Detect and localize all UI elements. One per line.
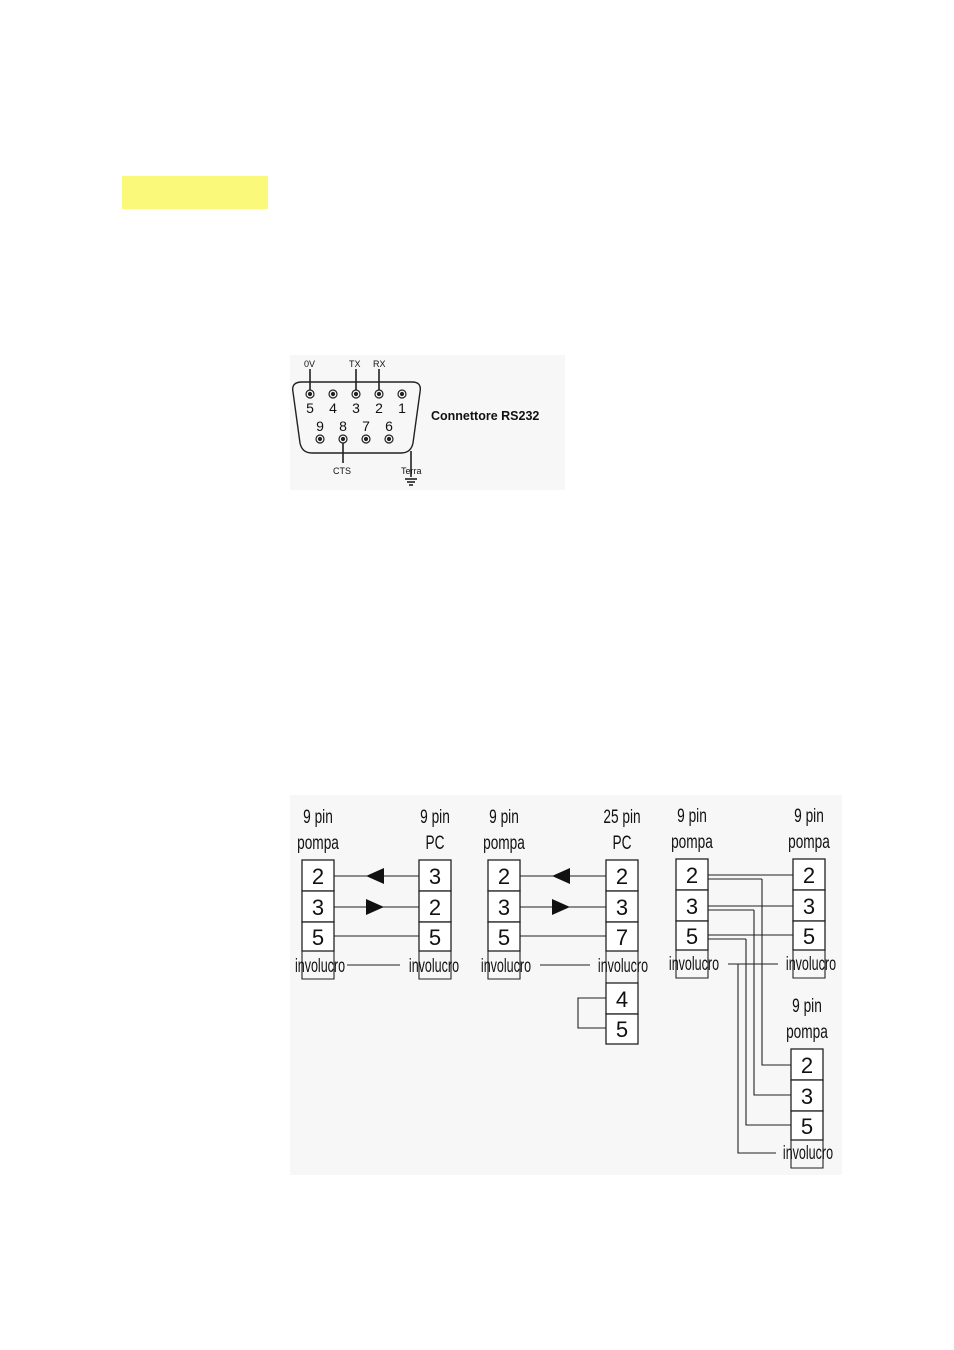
diagram-9pin-pompa-to-25pin-pc: 9 pin pompa 25 pin PC 2 3 5 2 3 7 4 5	[481, 806, 648, 1045]
connector-shell	[292, 381, 422, 454]
pin-number: 4	[329, 400, 337, 416]
wiring-diagrams-svg: 9 pin pompa 9 pin PC 2 3 5 3 2 5	[290, 795, 842, 1175]
pin-cell: 4	[616, 987, 628, 1012]
pin-number: 9	[316, 418, 324, 434]
rs232-connector-figure: 0V TX RX CTS Terra 5 4 3 2 1 9 8 7 6 Con…	[290, 355, 565, 490]
header-line1: 9 pin	[677, 805, 707, 827]
label-terra: Terra	[401, 466, 422, 476]
pin-cell: 2	[498, 864, 510, 889]
diagram-9pin-pompa-daisy-chain: 9 pin pompa 9 pin pompa 9 pin pompa 2 3 …	[669, 805, 836, 1169]
pin-cell: 3	[498, 895, 510, 920]
pin-cell: 3	[686, 894, 698, 919]
label-cts: CTS	[333, 466, 351, 476]
pin-cell: 3	[312, 895, 324, 920]
pin-cell: 2	[312, 864, 324, 889]
top-pin-numbers: 5 4 3 2 1	[306, 400, 406, 416]
pin-cell: 3	[616, 895, 628, 920]
pin-cell: 3	[803, 894, 815, 919]
highlight-block	[122, 176, 268, 209]
shell-label: involucro	[295, 955, 345, 976]
shell-label: involucro	[786, 953, 836, 974]
shell-label: involucro	[783, 1142, 833, 1163]
pin-cell: 5	[429, 925, 441, 950]
pin-cell: 3	[429, 864, 441, 889]
pin-cell: 5	[312, 925, 324, 950]
label-tx: TX	[349, 359, 361, 369]
signal-leads	[309, 369, 417, 486]
header-line1: 25 pin	[603, 806, 640, 828]
pin-cell: 2	[686, 863, 698, 888]
header-line2: pompa	[483, 832, 525, 854]
pin-number: 1	[398, 400, 406, 416]
pin-number: 2	[375, 400, 383, 416]
pin-number: 7	[362, 418, 370, 434]
pin-cell: 2	[801, 1053, 813, 1078]
rs232-connector-svg: 0V TX RX CTS Terra 5 4 3 2 1 9 8 7 6 Con…	[290, 355, 565, 490]
pin-cell: 7	[616, 925, 628, 950]
header-line2: pompa	[297, 832, 339, 854]
bottom-pin-holes	[315, 434, 394, 444]
pin-cell: 5	[616, 1017, 628, 1042]
pin-cell: 5	[686, 924, 698, 949]
pin-cell: 3	[801, 1084, 813, 1109]
arrow-right-icon	[366, 899, 384, 915]
header-line2: pompa	[788, 831, 830, 853]
header-line1: 9 pin	[794, 805, 824, 827]
shell-label: involucro	[481, 955, 531, 976]
pin-cell: 2	[616, 864, 628, 889]
arrow-right-icon	[552, 899, 570, 915]
pin-cell: 5	[801, 1114, 813, 1139]
shell-label: involucro	[409, 955, 459, 976]
bottom-pin-numbers: 9 8 7 6	[316, 418, 393, 434]
label-rx: RX	[373, 359, 386, 369]
shell-label: involucro	[669, 953, 719, 974]
connector-title: Connettore RS232	[431, 409, 539, 423]
shell-label: involucro	[598, 955, 648, 976]
header-line1: 9 pin	[303, 806, 333, 828]
wiring-diagrams-figure: 9 pin pompa 9 pin PC 2 3 5 3 2 5	[290, 795, 842, 1175]
pin-number: 8	[339, 418, 347, 434]
header-line2: PC	[425, 832, 444, 854]
arrow-left-icon	[552, 868, 570, 884]
header-line1: 9 pin	[420, 806, 450, 828]
header-line1: 9 pin	[792, 995, 822, 1017]
pin-number: 6	[385, 418, 393, 434]
pin-cell: 5	[803, 924, 815, 949]
label-0v: 0V	[304, 359, 315, 369]
header-line2: PC	[612, 832, 631, 854]
header-line2: pompa	[671, 831, 713, 853]
pin-cell: 2	[429, 895, 441, 920]
pin-number: 5	[306, 400, 314, 416]
arrow-left-icon	[366, 868, 384, 884]
pin-cell: 2	[803, 863, 815, 888]
pin-number: 3	[352, 400, 360, 416]
pin-cell: 5	[498, 925, 510, 950]
header-line2: pompa	[786, 1021, 828, 1043]
diagram-9pin-pompa-to-9pin-pc: 9 pin pompa 9 pin PC 2 3 5 3 2 5	[295, 806, 459, 980]
header-line1: 9 pin	[489, 806, 519, 828]
